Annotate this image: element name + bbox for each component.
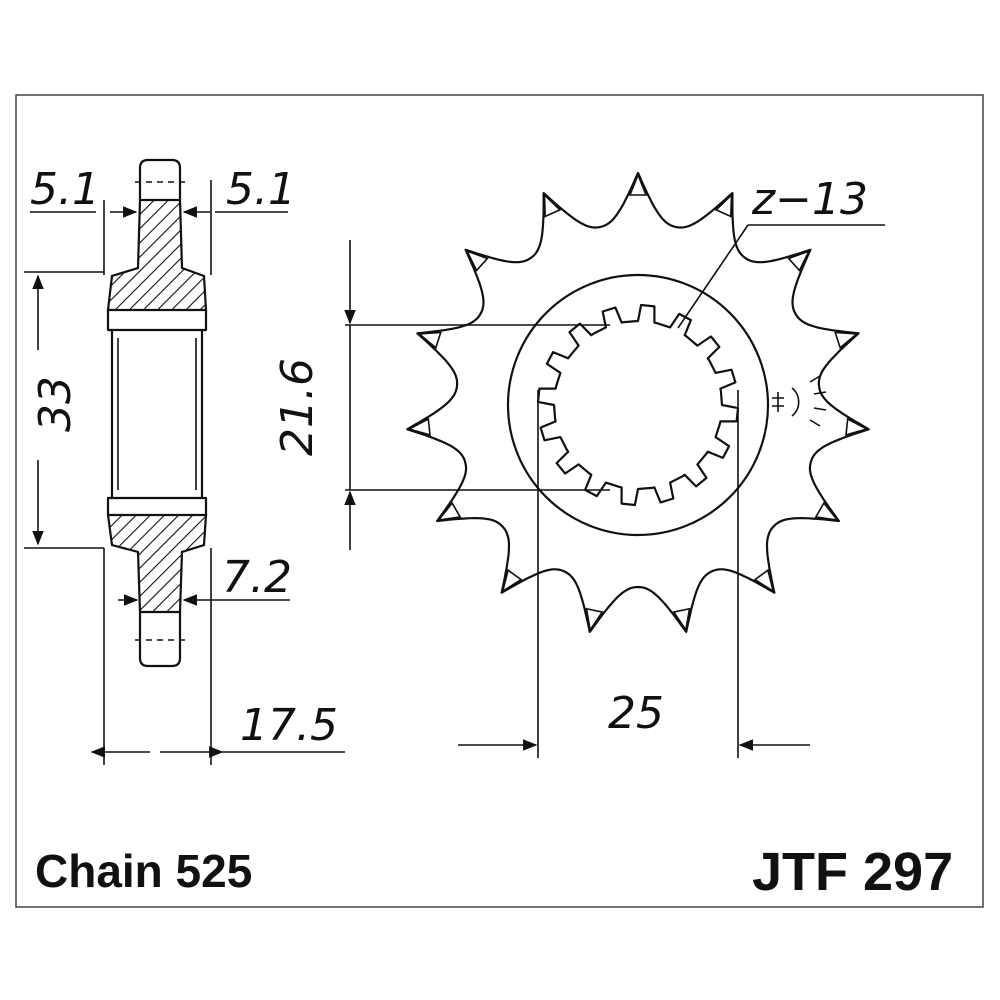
tooth-tip-marks	[407, 172, 869, 633]
tooth-tip-mark	[501, 568, 523, 593]
tooth-tip-mark	[407, 417, 431, 436]
spline-outline	[536, 303, 740, 507]
drawing-frame	[15, 94, 984, 908]
bore-diameter-label: 25	[608, 688, 664, 739]
side-section-view: 5.1 5.1 33 7.2 17.5	[24, 158, 345, 765]
tooth-tip-mark	[834, 331, 859, 350]
right-hub-width-label: 5.1	[226, 164, 296, 215]
tooth-tip-mark	[628, 172, 648, 196]
tooth-tip-mark	[436, 501, 462, 522]
tooth-tip-mark	[814, 501, 840, 522]
spline-diameter-label: 21.6	[272, 358, 323, 456]
hub-circle	[506, 273, 770, 537]
tooth-tip-mark	[787, 249, 811, 272]
part-number-label: JTF 297	[752, 842, 953, 902]
tooth-tip-mark	[845, 417, 869, 436]
tooth-count-label: z−13	[751, 174, 868, 225]
left-hub-width-label: 5.1	[30, 164, 100, 215]
sprocket-outline	[406, 171, 870, 633]
hub-diameter-label: 33	[30, 376, 81, 432]
tooth-tip-mark	[753, 568, 775, 593]
tooth-thickness-label: 7.2	[222, 552, 292, 603]
tooth-tip-mark	[672, 607, 691, 633]
tooth-tip-mark	[585, 607, 604, 633]
front-view: z−13 21.6 25	[272, 171, 885, 758]
upper-tooth-section	[106, 198, 208, 312]
lower-tooth-section	[106, 513, 208, 614]
chain-label: Chain 525	[35, 845, 252, 897]
tooth-tip-mark	[417, 331, 442, 350]
overall-width-label: 17.5	[240, 700, 338, 751]
stamp-symbol-icon	[772, 375, 827, 427]
tooth-tip-mark	[714, 192, 733, 218]
tooth-tip-mark	[543, 192, 562, 218]
tooth-tip-mark	[465, 249, 489, 272]
